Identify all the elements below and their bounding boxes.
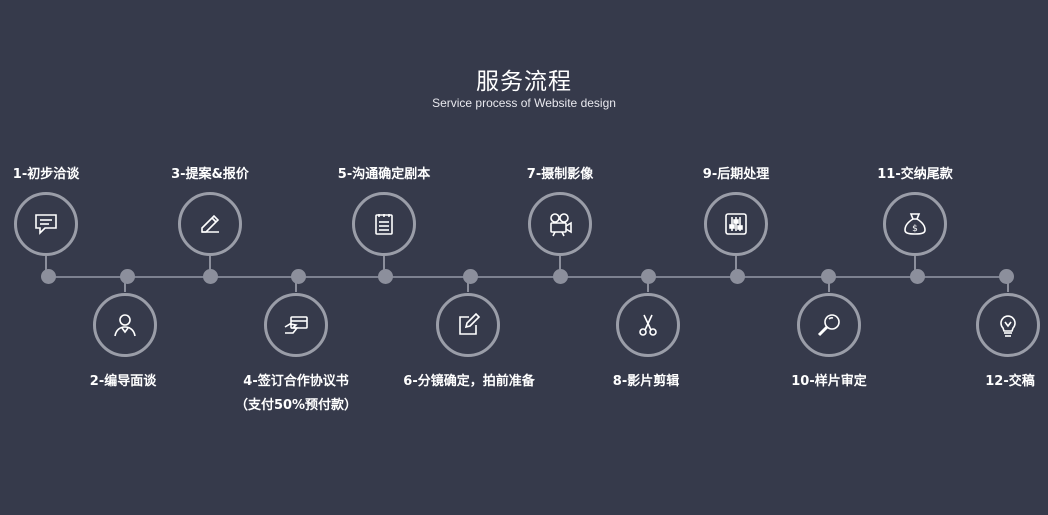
- step-circle-11: $: [883, 192, 947, 256]
- step-connector: [1007, 280, 1009, 292]
- timeline-dot: [378, 269, 393, 284]
- step-connector: [647, 280, 649, 292]
- step-circle-3: [178, 192, 242, 256]
- page-title: 服务流程: [476, 69, 572, 95]
- step-connector: [467, 280, 469, 292]
- step-label-4-payment: （支付50%预付款）: [234, 398, 358, 413]
- money-bag-icon: $: [904, 213, 926, 235]
- timeline-dot: [291, 269, 306, 284]
- step-circle-4: [264, 293, 328, 357]
- step-connector: [295, 280, 297, 292]
- card-payment-icon: [284, 316, 308, 334]
- timeline-dot: [203, 269, 218, 284]
- step-connector: [124, 280, 126, 292]
- step-connector: [45, 256, 47, 272]
- timeline-dot: [120, 269, 135, 284]
- timeline-dot: [821, 269, 836, 284]
- page-subtitle: Service process of Website design: [432, 96, 616, 110]
- step-label-4: 4-签订合作协议书: [243, 374, 349, 389]
- pencil-icon: [201, 214, 220, 233]
- timeline-dot: [641, 269, 656, 284]
- timeline-dot: [553, 269, 568, 284]
- step-circle-2: [93, 293, 157, 357]
- step-connector: [914, 256, 916, 272]
- timeline-dot: [999, 269, 1014, 284]
- step-label-7: 7-摄制影像: [526, 167, 594, 182]
- timeline-dot: [463, 269, 478, 284]
- timeline-dot: [41, 269, 56, 284]
- step-label-12: 12-交稿: [985, 374, 1035, 389]
- timeline-dot: [730, 269, 745, 284]
- step-label-8: 8-影片剪辑: [612, 374, 680, 389]
- notepad-icon: [375, 214, 393, 235]
- step-label-2: 2-编导面谈: [89, 374, 157, 389]
- step-label-6: 6-分镜确定，拍前准备: [403, 374, 535, 389]
- step-connector: [559, 256, 561, 272]
- chat-bubble-icon: [35, 214, 57, 235]
- step-label-11: 11-交纳尾款: [877, 167, 953, 182]
- step-circle-7: [528, 192, 592, 256]
- step-circle-9: [704, 192, 768, 256]
- step-label-5: 5-沟通确定剧本: [337, 167, 431, 182]
- sliders-icon: [725, 213, 747, 235]
- step-circle-6: [436, 293, 500, 357]
- scissors-icon: [639, 314, 657, 336]
- step-circle-1: [14, 192, 78, 256]
- step-circle-5: [352, 192, 416, 256]
- timeline-line: [48, 276, 1006, 278]
- step-circle-12: [976, 293, 1040, 357]
- step-label-10: 10-样片审定: [791, 374, 867, 389]
- svg-text:$: $: [912, 224, 918, 234]
- step-connector: [209, 256, 211, 272]
- timeline-dot: [910, 269, 925, 284]
- step-label-3: 3-提案&报价: [171, 167, 249, 182]
- step-connector: [828, 280, 830, 292]
- person-icon: [114, 314, 136, 337]
- step-connector: [735, 256, 737, 272]
- step-label-9: 9-后期处理: [702, 167, 770, 182]
- step-label-1: 1-初步洽谈: [12, 167, 80, 182]
- step-circle-8: [616, 293, 680, 357]
- edit-icon: [459, 312, 481, 335]
- magnifier-icon: [817, 314, 840, 337]
- lightbulb-icon: [1000, 315, 1016, 337]
- video-camera-icon: [550, 213, 572, 237]
- step-connector: [383, 256, 385, 272]
- step-circle-10: [797, 293, 861, 357]
